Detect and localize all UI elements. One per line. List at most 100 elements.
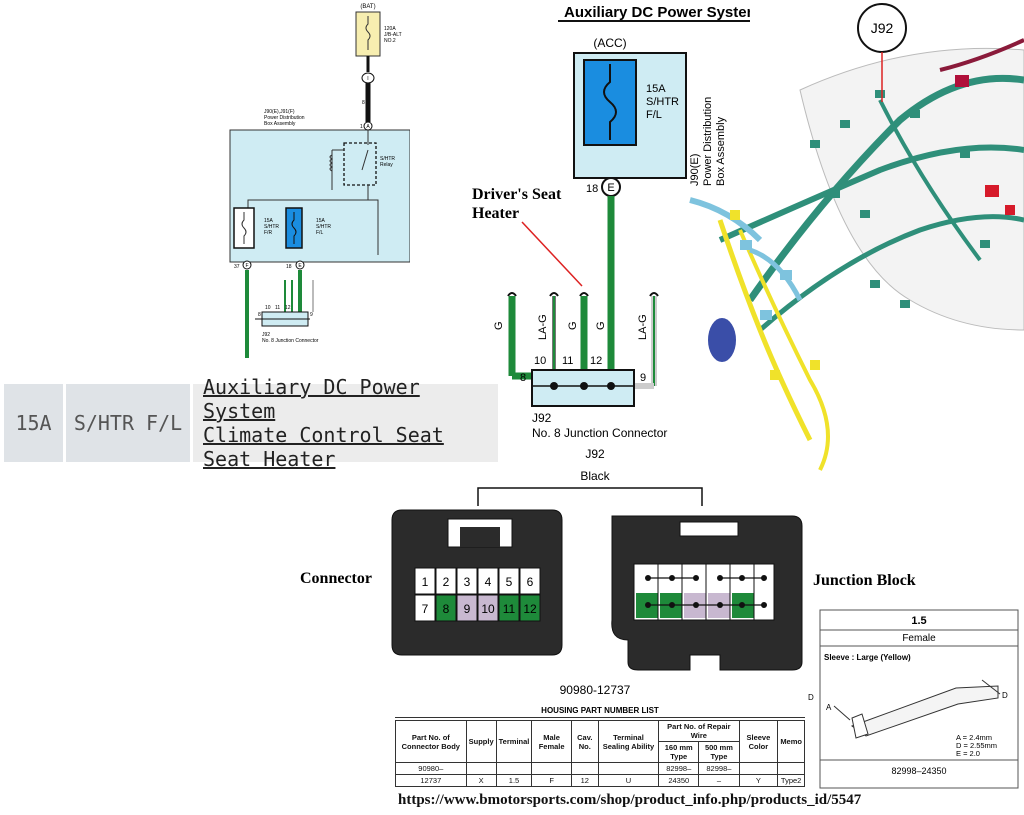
svg-text:120A: 120A <box>384 26 396 32</box>
svg-text:D = 2.55mm: D = 2.55mm <box>956 741 997 750</box>
svg-text:F/L: F/L <box>646 109 662 121</box>
cavity-7 <box>414 594 436 622</box>
svg-text:15A: 15A <box>316 218 326 224</box>
svg-text:Box Assembly: Box Assembly <box>264 121 296 127</box>
svg-text:LA-G: LA-G <box>537 314 549 340</box>
fuse-table: 15A S/HTR F/L Auxiliary DC Power System … <box>4 375 498 471</box>
svg-text:37: 37 <box>234 264 240 270</box>
svg-text:10: 10 <box>265 305 271 311</box>
svg-text:J90(E): J90(E) <box>689 154 701 186</box>
svg-text:(ACC): (ACC) <box>593 36 626 50</box>
svg-text:I: I <box>367 76 368 82</box>
svg-text:8: 8 <box>258 312 261 318</box>
svg-text:S/HTR: S/HTR <box>264 224 279 230</box>
fuse-amp: 15A <box>4 384 63 462</box>
svg-text:1: 1 <box>422 575 429 589</box>
relay <box>343 142 377 186</box>
svg-text:NO.2: NO.2 <box>384 38 396 44</box>
center-schematic: Auxiliary DC Power System (ACC) 15A S/HT… <box>472 4 750 440</box>
svg-text:A = 2.4mm: A = 2.4mm <box>956 733 992 742</box>
terminal-box: 1.5 Female Sleeve : Large (Yellow) A D D… <box>808 609 1019 789</box>
svg-text:18: 18 <box>286 264 292 270</box>
svg-text:S/HTR: S/HTR <box>316 224 331 230</box>
svg-text:12: 12 <box>285 305 291 311</box>
cavity-3 <box>456 567 478 595</box>
cavity-6 <box>519 567 541 595</box>
svg-text:9: 9 <box>640 372 646 384</box>
svg-text:7: 7 <box>422 602 429 616</box>
svg-text:Sleeve : Large (Yellow): Sleeve : Large (Yellow) <box>824 653 911 662</box>
cavity-5 <box>498 567 520 595</box>
svg-text:5: 5 <box>506 575 513 589</box>
svg-text:G: G <box>567 321 579 330</box>
svg-text:10: 10 <box>534 355 546 367</box>
svg-text:18: 18 <box>586 183 598 195</box>
svg-text:1: 1 <box>360 124 363 130</box>
cavity-2 <box>435 567 457 595</box>
svg-text:Black: Black <box>580 469 610 483</box>
svg-text:A: A <box>826 703 832 712</box>
svg-text:S/HTR: S/HTR <box>646 96 679 108</box>
svg-text:2: 2 <box>443 575 450 589</box>
svg-text:4: 4 <box>485 575 492 589</box>
svg-text:J92: J92 <box>532 411 552 425</box>
svg-text:A: A <box>366 124 370 130</box>
svg-text:9: 9 <box>310 312 313 318</box>
svg-text:LA-G: LA-G <box>637 314 649 340</box>
left-schematic: (BAT) 120A J/B-ALT NO.2 I 8 J90(E),J91(F… <box>229 4 410 358</box>
svg-text:No. 8 Junction Connector: No. 8 Junction Connector <box>262 338 319 344</box>
svg-text:Relay: Relay <box>380 162 393 168</box>
svg-text:Heater: Heater <box>472 205 519 222</box>
pdb-box <box>229 129 410 263</box>
svg-text:12: 12 <box>590 355 602 367</box>
svg-text:F/L: F/L <box>316 230 323 236</box>
svg-text:D: D <box>808 693 814 702</box>
cavity-10 <box>477 594 499 622</box>
svg-text:8: 8 <box>520 372 526 384</box>
svg-text:82998–24350: 82998–24350 <box>891 766 946 776</box>
cavity-4 <box>477 567 499 595</box>
connector-label: Connector <box>300 570 372 587</box>
svg-text:G: G <box>595 321 607 330</box>
svg-text:Power Distribution: Power Distribution <box>702 97 714 186</box>
svg-text:J90(E),J91(F): J90(E),J91(F) <box>264 109 295 115</box>
svg-text:S/HTR: S/HTR <box>380 156 395 162</box>
cavity-11 <box>498 594 520 622</box>
link-seat-heater[interactable]: Seat Heater <box>203 447 336 471</box>
svg-text:Female: Female <box>902 633 936 644</box>
bat-label: (BAT) <box>360 4 375 10</box>
svg-text:9: 9 <box>464 602 471 616</box>
svg-text:G: G <box>493 321 505 330</box>
svg-text:Box Assembly: Box Assembly <box>715 116 727 186</box>
svg-text:8: 8 <box>362 100 365 106</box>
svg-text:8: 8 <box>443 602 450 616</box>
svg-text:F: F <box>245 263 248 269</box>
svg-text:No. 8 Junction Connector: No. 8 Junction Connector <box>532 426 667 440</box>
fuse-links: Auxiliary DC Power System Climate Contro… <box>193 375 498 471</box>
housing-table: Part No. of Connector Body Supply Termin… <box>395 720 805 787</box>
svg-text:Power Distribution: Power Distribution <box>264 115 305 121</box>
svg-text:J/B-ALT: J/B-ALT <box>384 32 402 38</box>
svg-text:E: E <box>607 182 614 194</box>
link-climate-control-seat[interactable]: Climate Control Seat <box>203 423 444 447</box>
link-auxiliary-dc-power[interactable]: Auxiliary DC Power System <box>203 375 420 423</box>
housing-rule <box>395 717 805 718</box>
svg-text:6: 6 <box>527 575 534 589</box>
cavity-9 <box>456 594 478 622</box>
cavity-12 <box>519 594 541 622</box>
harness-illustration: J92 <box>689 3 1024 471</box>
svg-text:15A: 15A <box>646 83 666 95</box>
footer-url[interactable]: https://www.bmotorsports.com/shop/produc… <box>398 792 862 808</box>
svg-text:J92: J92 <box>585 447 605 461</box>
svg-text:11: 11 <box>503 602 516 616</box>
svg-text:15A: 15A <box>264 218 274 224</box>
svg-text:11: 11 <box>275 305 280 311</box>
svg-text:J92: J92 <box>871 20 894 36</box>
svg-text:1.5: 1.5 <box>911 615 926 627</box>
fuse-name: S/HTR F/L <box>66 384 190 462</box>
svg-text:D: D <box>1002 691 1008 700</box>
junction-block-label: Junction Block <box>813 572 916 589</box>
cavity-1 <box>414 567 436 595</box>
svg-text:E = 2.0: E = 2.0 <box>956 749 980 758</box>
connector-view: J92 Black Connector Junction Block 1 2 3… <box>300 447 916 697</box>
